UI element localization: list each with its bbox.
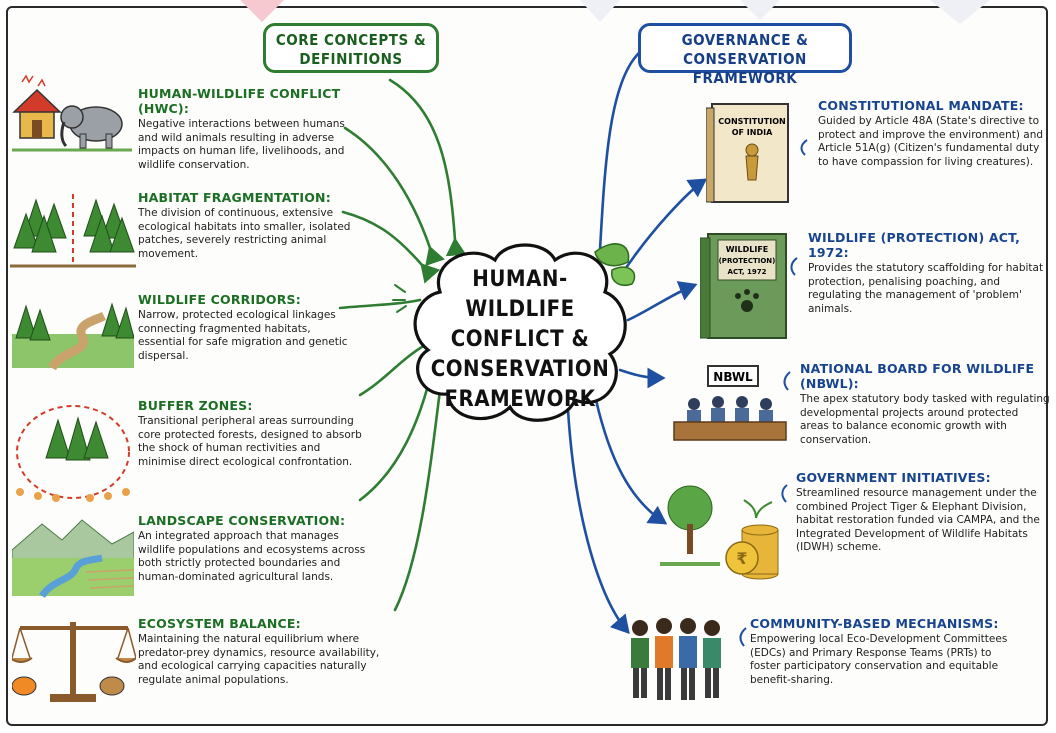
- governance-description: Streamlined resource management under th…: [796, 487, 1040, 554]
- center-title-line: HUMAN-WILDLIFE: [465, 267, 575, 322]
- buffer-ring-icon: [16, 405, 130, 502]
- landscape-icon: [12, 519, 134, 598]
- governance-nbwl: National Board for Wildlife (NBWL): The …: [800, 361, 1050, 447]
- elephant-house-icon: [12, 74, 132, 152]
- center-title-line: CONFLICT &: [450, 327, 590, 352]
- book-label: ACT, 1972: [728, 268, 767, 276]
- concept-description: The division of continuous, extensive ec…: [138, 207, 351, 260]
- board-sign-label: NBWL: [713, 370, 753, 384]
- center-title-line: CONSERVATION: [430, 357, 610, 382]
- concept-description: An integrated approach that manages wild…: [138, 530, 366, 583]
- concept-description: Narrow, protected ecological linkages co…: [138, 309, 348, 362]
- balance-scale-icon: [12, 622, 136, 702]
- governance-title: Government Initiatives:: [796, 470, 991, 485]
- concept-habitat-fragmentation: Habitat Fragmentation: The division of c…: [138, 190, 358, 261]
- center-title: HUMAN-WILDLIFE CONFLICT & CONSERVATION F…: [422, 265, 618, 415]
- book-label: (PROTECTION): [719, 257, 776, 265]
- concept-description: Negative interactions between humans and…: [138, 118, 345, 171]
- governance-title: Wildlife (Protection) Act, 1972:: [808, 230, 1021, 260]
- concept-title: Ecosystem Balance:: [138, 616, 301, 631]
- book-label: OF INDIA: [732, 128, 773, 137]
- governance-initiatives: Government Initiatives: Streamlined reso…: [796, 470, 1050, 555]
- concept-title: Wildlife Corridors:: [138, 292, 301, 307]
- wildlife-act-book-icon: WILDLIFE (PROTECTION) ACT, 1972: [700, 233, 787, 339]
- board-meeting-icon: NBWL: [673, 365, 787, 441]
- governance-description: The apex statutory body tasked with regu…: [800, 393, 1050, 446]
- governance-title: Community-Based Mechanisms:: [750, 616, 999, 631]
- split-forest-icon: [10, 194, 136, 268]
- core-concepts-header: CORE CONCEPTS & DEFINITIONS: [263, 23, 439, 73]
- community-people-icon: [631, 618, 721, 700]
- center-title-line: FRAMEWORK: [444, 387, 596, 412]
- header-line: CONSERVATION FRAMEWORK: [683, 50, 807, 87]
- governance-description: Guided by Article 48A (State's directive…: [818, 115, 1044, 168]
- funding-tree-icon: ₹: [660, 485, 779, 580]
- concept-landscape-conservation: Landscape Conservation: An integrated ap…: [138, 513, 370, 584]
- concept-buffer-zones: Buffer Zones: Transitional peripheral ar…: [138, 398, 368, 469]
- concept-hwc: Human-Wildlife Conflict (HWC): Negative …: [138, 86, 366, 172]
- concept-title: Buffer Zones:: [138, 398, 253, 413]
- corridor-path-icon: [12, 302, 134, 370]
- book-label: WILDLIFE: [726, 245, 769, 254]
- concept-title: Landscape Conservation:: [138, 513, 346, 528]
- governance-description: Provides the statutory scaffolding for h…: [808, 262, 1044, 315]
- governance-header: GOVERNANCE & CONSERVATION FRAMEWORK: [638, 23, 852, 87]
- center-cloud: [413, 243, 636, 422]
- constitution-book-icon: CONSTITUTION OF INDIA: [706, 103, 789, 203]
- governance-title: National Board for Wildlife (NBWL):: [800, 361, 1035, 391]
- governance-description: Empowering local Eco-Development Committ…: [750, 633, 1008, 686]
- header-line: CORE CONCEPTS &: [275, 31, 427, 49]
- header-line: GOVERNANCE &: [681, 31, 809, 49]
- concept-title: Human-Wildlife Conflict (HWC):: [138, 86, 341, 116]
- governance-community-mechanisms: Community-Based Mechanisms: Empowering l…: [750, 616, 1020, 687]
- concept-title: Habitat Fragmentation:: [138, 190, 331, 205]
- concept-description: Transitional peripheral areas surroundin…: [138, 415, 362, 468]
- governance-constitutional-mandate: Constitutional Mandate: Guided by Articl…: [818, 98, 1052, 169]
- governance-title: Constitutional Mandate:: [818, 98, 1024, 113]
- concept-description: Maintaining the natural equilibrium wher…: [138, 633, 380, 686]
- svg-text:₹: ₹: [736, 549, 747, 568]
- governance-wildlife-act: Wildlife (Protection) Act, 1972: Provide…: [808, 230, 1048, 316]
- book-label: CONSTITUTION: [718, 117, 785, 126]
- concept-ecosystem-balance: Ecosystem Balance: Maintaining the natur…: [138, 616, 388, 687]
- header-line: DEFINITIONS: [299, 50, 403, 68]
- concept-wildlife-corridors: Wildlife Corridors: Narrow, protected ec…: [138, 292, 360, 363]
